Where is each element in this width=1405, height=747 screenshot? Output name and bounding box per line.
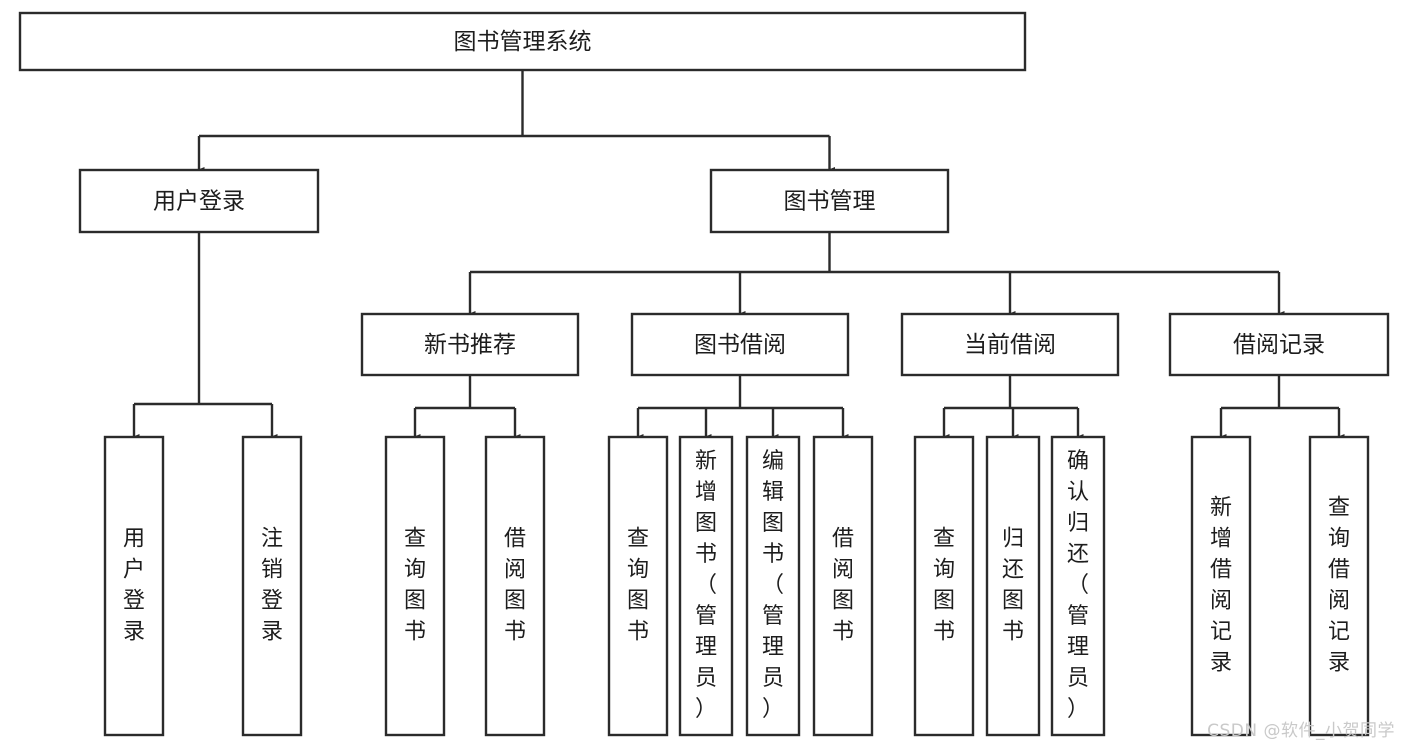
node-leaf-query-book-2[interactable]: 查询图书 (607, 435, 669, 737)
node-box-leaf-return-book (985, 435, 1041, 737)
node-label-leaf-add-borrow-record: 新增借阅记录 (1210, 496, 1232, 676)
node-label-leaf-borrow-book-2: 借阅图书 (832, 527, 854, 645)
node-box-leaf-user-login (103, 435, 165, 737)
node-label-leaf-return-book: 归还图书 (1002, 527, 1024, 645)
node-label-new-book-recommend: 新书推荐 (424, 332, 516, 358)
node-label-leaf-user-logout: 注销登录 (261, 527, 283, 645)
node-box-leaf-user-logout (241, 435, 303, 737)
node-box-leaf-borrow-book-2 (812, 435, 874, 737)
node-leaf-query-borrow-record[interactable]: 查询借阅记录 (1308, 435, 1370, 737)
connector-edges (128, 70, 1345, 443)
node-leaf-user-logout[interactable]: 注销登录 (241, 435, 303, 737)
node-label-leaf-user-login: 用户登录 (123, 527, 145, 645)
node-box-leaf-add-borrow-record (1190, 435, 1252, 737)
node-label-leaf-confirm-return-admin: 确认归还（管理员） (1067, 449, 1089, 722)
node-label-leaf-add-book-admin: 新增图书（管理员） (695, 449, 717, 722)
node-new-book-recommend[interactable]: 新书推荐 (360, 312, 580, 377)
node-label-leaf-query-book-2: 查询图书 (627, 527, 649, 645)
node-label-current-borrow: 当前借阅 (964, 332, 1056, 358)
node-book-management[interactable]: 图书管理 (709, 168, 950, 234)
node-leaf-user-login[interactable]: 用户登录 (103, 435, 165, 737)
node-label-leaf-borrow-book-1: 借阅图书 (504, 527, 526, 645)
node-leaf-borrow-book-1[interactable]: 借阅图书 (484, 435, 546, 737)
node-label-book-borrow: 图书借阅 (694, 332, 786, 358)
node-box-leaf-add-book-admin (678, 435, 734, 737)
node-root[interactable]: 图书管理系统 (18, 11, 1027, 72)
node-current-borrow[interactable]: 当前借阅 (900, 312, 1120, 377)
node-box-leaf-query-borrow-record (1308, 435, 1370, 737)
node-leaf-borrow-book-2[interactable]: 借阅图书 (812, 435, 874, 737)
node-box-current-borrow (900, 312, 1120, 377)
node-leaf-query-book-1[interactable]: 查询图书 (384, 435, 446, 737)
node-box-new-book-recommend (360, 312, 580, 377)
node-borrow-record[interactable]: 借阅记录 (1168, 312, 1390, 377)
node-box-root (18, 11, 1027, 72)
node-leaf-add-book-admin[interactable]: 新增图书（管理员） (678, 435, 734, 737)
node-leaf-confirm-return-admin[interactable]: 确认归还（管理员） (1050, 435, 1106, 737)
node-user-login[interactable]: 用户登录 (78, 168, 320, 234)
node-book-borrow[interactable]: 图书借阅 (630, 312, 850, 377)
node-label-leaf-query-book-3: 查询图书 (933, 527, 955, 645)
node-box-leaf-query-book-2 (607, 435, 669, 737)
node-leaf-query-book-3[interactable]: 查询图书 (913, 435, 975, 737)
node-box-book-borrow (630, 312, 850, 377)
node-label-leaf-query-borrow-record: 查询借阅记录 (1328, 496, 1350, 676)
node-leaf-add-borrow-record[interactable]: 新增借阅记录 (1190, 435, 1252, 737)
node-leaf-return-book[interactable]: 归还图书 (985, 435, 1041, 737)
node-boxes: 图书管理系统用户登录图书管理新书推荐图书借阅当前借阅借阅记录用户登录注销登录查询… (18, 11, 1390, 737)
node-box-borrow-record (1168, 312, 1390, 377)
node-box-leaf-query-book-1 (384, 435, 446, 737)
node-label-root: 图书管理系统 (454, 29, 592, 55)
node-label-user-login: 用户登录 (153, 189, 245, 215)
node-label-book-management: 图书管理 (784, 189, 876, 215)
node-box-user-login (78, 168, 320, 234)
node-label-borrow-record: 借阅记录 (1233, 332, 1325, 358)
node-box-leaf-borrow-book-1 (484, 435, 546, 737)
node-label-leaf-query-book-1: 查询图书 (404, 527, 426, 645)
node-leaf-edit-book-admin[interactable]: 编辑图书（管理员） (745, 435, 801, 737)
node-box-leaf-confirm-return-admin (1050, 435, 1106, 737)
node-box-leaf-edit-book-admin (745, 435, 801, 737)
node-box-leaf-query-book-3 (913, 435, 975, 737)
node-box-book-management (709, 168, 950, 234)
node-label-leaf-edit-book-admin: 编辑图书（管理员） (762, 449, 784, 722)
